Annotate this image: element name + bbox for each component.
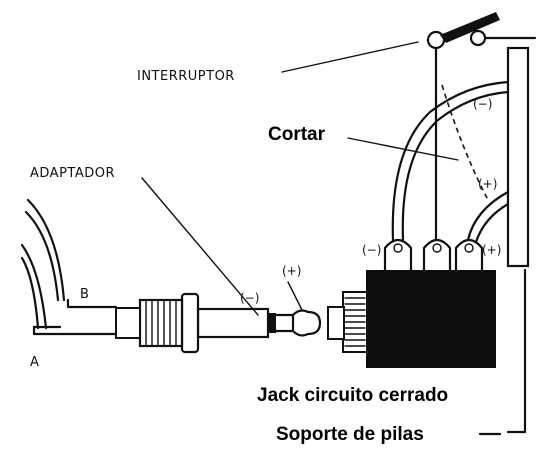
lead-b-inner — [24, 210, 60, 302]
plug — [20, 198, 322, 354]
jack-body — [366, 270, 496, 368]
label-soporte: Soporte de pilas — [276, 424, 424, 445]
leader-adaptador — [141, 177, 259, 316]
wire-plus-outer — [466, 190, 510, 242]
plug-threads — [145, 299, 177, 347]
jack — [327, 238, 496, 368]
wire-minus-outer — [391, 80, 510, 242]
wires — [391, 46, 510, 244]
plug-insulator — [268, 313, 276, 333]
label-terminal-b: B — [80, 287, 89, 302]
switch-contact — [469, 29, 487, 47]
switch — [426, 12, 537, 50]
lead-b-outer — [26, 198, 66, 302]
battery-holder-body — [506, 46, 530, 268]
wire-plus-inner — [474, 202, 510, 244]
label-jack-minus: (−) — [362, 243, 381, 257]
label-cortar: Cortar — [268, 124, 326, 145]
wire-minus-inner — [401, 90, 510, 242]
plug-rear — [115, 307, 141, 339]
jack-terminal-right — [454, 238, 484, 272]
leader-cortar — [347, 137, 459, 161]
leader-lines — [141, 41, 459, 316]
lead-a-inner — [20, 256, 40, 330]
battery-holder — [506, 46, 530, 434]
plug-sleeve — [196, 307, 270, 339]
label-wire-minus: (−) — [473, 97, 492, 111]
label-wire-plus: (+) — [478, 177, 497, 191]
jack-terminal-center — [422, 238, 452, 272]
leader-interruptor — [281, 41, 419, 73]
plug-tip — [291, 309, 322, 337]
label-terminal-a: A — [30, 355, 39, 370]
label-jack-plus: (+) — [482, 243, 501, 257]
switch-lever — [440, 12, 500, 43]
label-jack: Jack circuito cerrado — [257, 385, 448, 406]
leader-plug-plus — [287, 281, 303, 311]
label-adaptador: ADAPTADOR — [30, 166, 115, 181]
jack-collar-threads — [344, 297, 366, 347]
jack-opening — [327, 306, 345, 340]
jack-terminal-left — [383, 238, 413, 272]
label-interruptor: INTERRUPTOR — [137, 69, 235, 84]
wire-cut-dashed — [441, 84, 489, 201]
label-plug-minus: (−) — [240, 291, 259, 305]
plug-grip — [180, 292, 200, 354]
label-plug-plus: (+) — [282, 264, 301, 278]
lead-a-outer — [20, 243, 48, 330]
